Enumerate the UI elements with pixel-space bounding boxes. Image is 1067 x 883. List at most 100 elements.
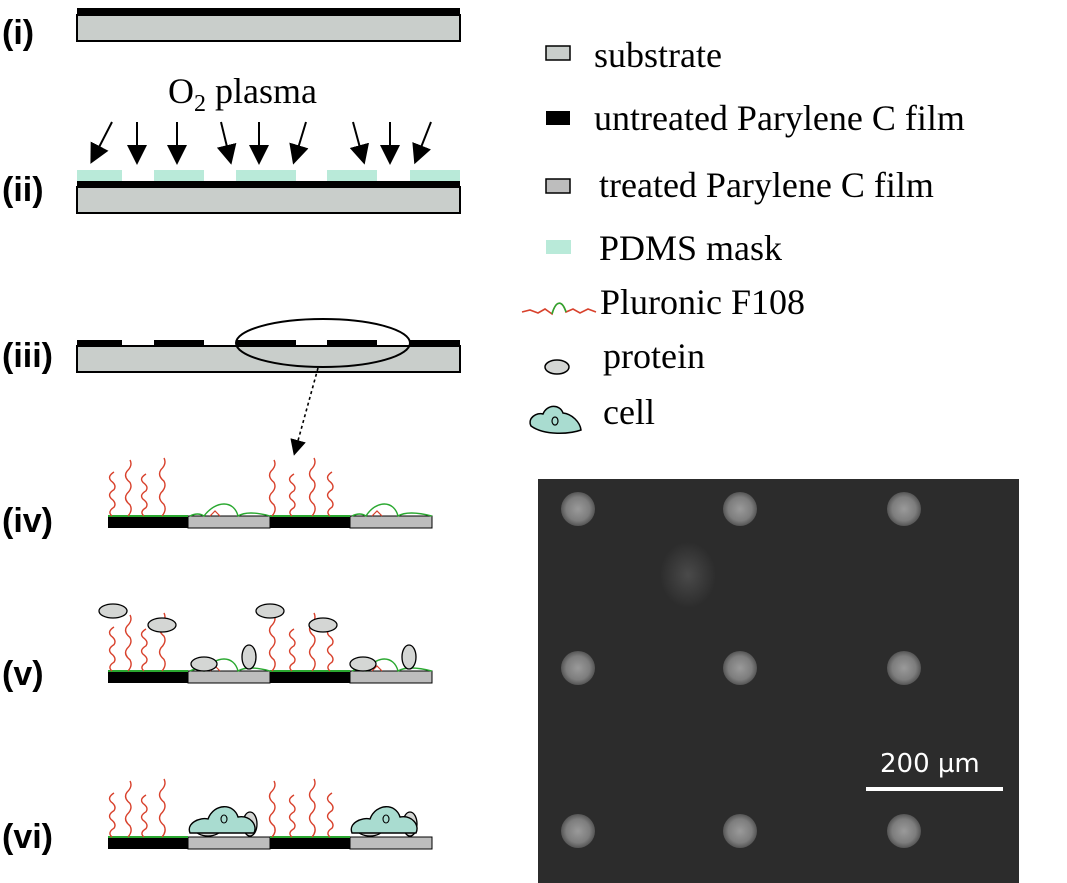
step-i-diagram (76, 8, 461, 42)
protein (308, 617, 338, 633)
treated-parylene-region (187, 670, 271, 684)
protein-spot (561, 492, 595, 526)
pluronic-chain (288, 794, 296, 838)
pluronic-chain (124, 614, 132, 672)
protein (255, 603, 285, 619)
pluronic-chain (140, 473, 148, 517)
pluronic-chain (268, 614, 276, 672)
pluronic-loop-tail (371, 665, 383, 672)
pluronic-chain (308, 778, 316, 838)
cell (350, 806, 418, 834)
zoom-arrow (290, 367, 319, 456)
zoom-ellipse (235, 318, 411, 368)
legend-label-protein: protein (603, 336, 705, 376)
untreated-parylene-region (108, 837, 188, 849)
untreated-parylene-region (270, 516, 350, 528)
untreated-parylene-region (108, 516, 188, 528)
protein (349, 656, 377, 672)
protein-spot (887, 492, 921, 526)
treated-parylene-region (187, 515, 271, 529)
protein-spot (561, 814, 595, 848)
step-iv-diagram (108, 457, 433, 529)
treated-parylene-region (349, 836, 433, 850)
pluronic-chain (140, 628, 148, 672)
step-vi-diagram (108, 778, 433, 850)
legend-label-pluronic: Pluronic F108 (600, 282, 805, 322)
micrograph-cell-shadow (660, 542, 716, 608)
protein-spot (887, 651, 921, 685)
legend-swatch-pdms (546, 240, 571, 254)
substrate-block (76, 345, 461, 373)
pluronic-loop-tail (371, 510, 383, 517)
protein-spot (723, 651, 757, 685)
step-iii-diagram (76, 318, 461, 456)
o2-plasma-label: O2 plasma (168, 71, 317, 117)
step-label-iii: (iii) (2, 337, 53, 375)
pluronic-chain (268, 459, 276, 517)
plasma-arrow (289, 121, 309, 165)
pluronic-chain (308, 457, 316, 517)
plasma-arrow (216, 121, 237, 165)
legend-swatch-cell (529, 405, 582, 434)
cell-nucleus (382, 814, 390, 824)
pluronic-chain (124, 780, 132, 838)
substrate-block (76, 186, 461, 214)
legend-label-substrate: substrate (594, 35, 722, 75)
treated-region (122, 340, 154, 345)
pluronic-loop (351, 503, 433, 518)
parylene-film-layer (77, 8, 460, 15)
treated-parylene-region (187, 836, 271, 850)
fluorescence-micrograph: 200 µm (538, 479, 1019, 883)
protein (190, 656, 218, 672)
parylene-film-layer (77, 181, 460, 187)
legend-swatch-pluronic-green (551, 302, 567, 315)
plasma-arrow (412, 121, 432, 165)
pluronic-chain (268, 780, 276, 838)
substrate-block (76, 14, 461, 42)
pluronic-chain (108, 626, 116, 672)
pluronic-chain (326, 471, 334, 517)
step-v-diagram (98, 603, 433, 684)
step-label-vi: (vi) (2, 818, 53, 856)
step-label-iv: (iv) (2, 502, 53, 540)
parylene-film-layer (77, 340, 460, 346)
legend-swatch-protein (544, 359, 570, 375)
protein-spot (723, 492, 757, 526)
pdms-mask-segment (236, 170, 296, 181)
pluronic-chain (158, 778, 166, 838)
micrograph-background (538, 479, 1019, 883)
legend-label-untreated: untreated Parylene C film (594, 98, 965, 138)
treated-region (296, 340, 327, 345)
protein (98, 603, 128, 619)
legend-label-pdms: PDMS mask (599, 228, 782, 268)
pluronic-chain (108, 792, 116, 838)
untreated-parylene-region (108, 671, 188, 683)
plasma-arrow (90, 121, 113, 164)
protein (241, 644, 257, 670)
legend-swatch-untreated (546, 111, 570, 125)
treated-parylene-region (349, 670, 433, 684)
pluronic-chain (326, 792, 334, 838)
pluronic-chain (326, 626, 334, 672)
plasma-arrow (349, 121, 370, 165)
legend: substrate untreated Parylene C film trea… (521, 35, 965, 434)
pluronic-chain (140, 794, 148, 838)
pluronic-loop (189, 503, 271, 518)
step-ii-diagram (76, 170, 461, 214)
protein-spot (887, 814, 921, 848)
legend-label-treated: treated Parylene C film (599, 165, 934, 205)
pluronic-chain (288, 473, 296, 517)
protein-spot (561, 651, 595, 685)
treated-region (204, 340, 236, 345)
cell-nucleus (220, 814, 228, 824)
cell (188, 806, 256, 834)
pluronic-chain (124, 459, 132, 517)
pluronic-chain (288, 628, 296, 672)
protein-spot-grid (561, 492, 921, 848)
scale-bar-label: 200 µm (880, 749, 980, 779)
pdms-mask-segment (327, 170, 377, 181)
legend-swatch-pluronic (521, 302, 597, 316)
protein-spot (723, 814, 757, 848)
protein (401, 644, 417, 670)
